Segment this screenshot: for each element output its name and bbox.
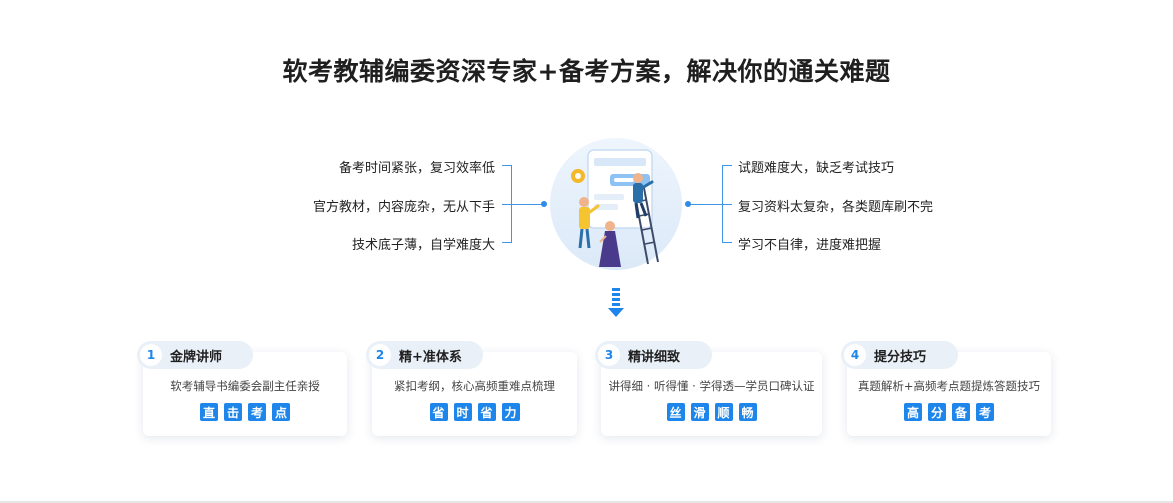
feature-tag: 点 — [272, 403, 290, 421]
feature-title-pill-4: 4 提分技巧 — [841, 341, 958, 369]
pain-point-left-3: 技术底子薄，自学难度大 — [351, 238, 495, 253]
feature-tag: 备 — [952, 403, 970, 421]
feature-tag: 畅 — [738, 403, 757, 421]
feature-tag: 丝 — [666, 403, 685, 421]
feature-tags-4: 高 分 备 考 — [847, 403, 1051, 421]
feature-tag: 滑 — [690, 403, 709, 421]
feature-tag: 省 — [429, 403, 448, 421]
feature-tag: 击 — [224, 403, 242, 421]
bottom-divider — [0, 501, 1173, 503]
pain-point-left-2: 官方教材，内容庞杂，无从下手 — [312, 200, 495, 215]
pain-point-right-2: 复习资料太复杂，各类题库刷不完 — [738, 200, 934, 215]
left-connector-dot — [541, 201, 547, 207]
right-connector-vertical — [722, 165, 723, 243]
arrow-down-icon — [608, 288, 624, 317]
right-connector-mid — [689, 204, 732, 205]
right-connector-bottom — [722, 242, 732, 243]
feature-tag: 省 — [477, 403, 496, 421]
feature-tag: 力 — [501, 403, 520, 421]
feature-tags-3: 丝 滑 顺 畅 — [601, 403, 822, 421]
feature-title-pill-2: 2 精+准体系 — [366, 341, 483, 369]
page-title: 软考教辅编委资深专家+备考方案，解决你的通关难题 — [282, 57, 891, 86]
left-connector-mid — [502, 204, 544, 205]
feature-title: 精+准体系 — [399, 349, 462, 365]
left-connector-bottom — [502, 242, 512, 243]
feature-title-pill-3: 3 精讲细致 — [595, 341, 712, 369]
feature-tags-1: 直 击 考 点 — [143, 403, 347, 421]
feature-title: 精讲细致 — [628, 349, 681, 365]
feature-tag: 考 — [976, 403, 994, 421]
study-illustration — [550, 138, 682, 270]
feature-tag: 高 — [904, 403, 922, 421]
feature-tag: 时 — [453, 403, 472, 421]
feature-description: 软考辅导书编委会副主任亲授 — [170, 379, 320, 393]
feature-title: 金牌讲师 — [170, 349, 223, 365]
right-connector-top — [722, 165, 732, 166]
feature-title: 提分技巧 — [874, 349, 927, 365]
right-connector-dot — [685, 201, 691, 207]
pain-point-right-1: 试题难度大，缺乏考试技巧 — [738, 161, 895, 176]
feature-tag: 顺 — [714, 403, 733, 421]
feature-number-badge: 1 — [140, 344, 162, 366]
feature-tag: 考 — [248, 403, 266, 421]
feature-number-badge: 3 — [598, 344, 620, 366]
feature-number-badge: 4 — [844, 344, 866, 366]
feature-title-pill-1: 1 金牌讲师 — [137, 341, 253, 369]
feature-description: 讲得细 · 听得懂 · 学得透—学员口碑认证 — [608, 379, 815, 393]
feature-number-badge: 2 — [369, 344, 391, 366]
left-connector-vertical — [511, 165, 512, 243]
feature-tags-2: 省 时 省 力 — [372, 403, 577, 421]
left-connector-top — [502, 165, 512, 166]
pain-point-right-3: 学习不自律，进度难把握 — [738, 238, 882, 253]
feature-tag: 分 — [928, 403, 946, 421]
feature-description: 紧扣考纲，核心高频重难点梳理 — [394, 379, 555, 393]
pain-point-left-1: 备考时间紧张，复习效率低 — [338, 161, 495, 176]
feature-description: 真题解析+高频考点题提炼答题技巧 — [857, 379, 1041, 393]
feature-tag: 直 — [200, 403, 218, 421]
